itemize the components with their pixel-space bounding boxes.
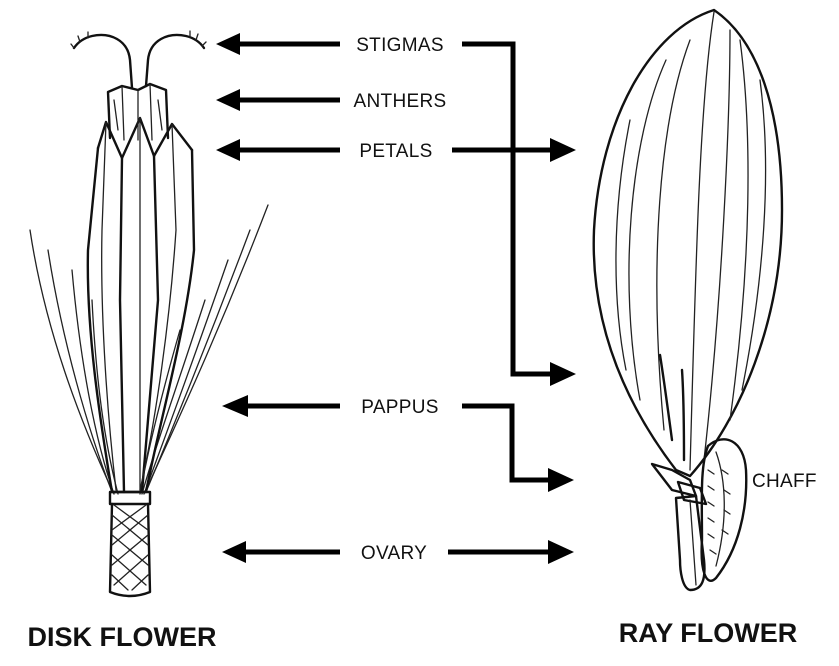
- ray-ovary-line: [690, 500, 696, 585]
- disk-stigmas: [71, 31, 206, 88]
- label-ovary: OVARY: [361, 543, 427, 564]
- label-petals: PETALS: [359, 141, 432, 162]
- ray-ligule: [594, 10, 782, 476]
- arrows: [216, 33, 576, 564]
- label-anthers: ANTHERS: [354, 91, 447, 112]
- stigmas-arrow: [216, 33, 576, 386]
- ray-stigma: [682, 370, 684, 460]
- ray-chaff: [702, 439, 747, 580]
- disk-anthers: [108, 84, 168, 140]
- label-chaff: CHAFF: [752, 471, 817, 492]
- ray-flower-drawing: [594, 10, 782, 590]
- title-disk-flower: DISK FLOWER: [28, 622, 217, 652]
- title-ray-flower: RAY FLOWER: [619, 618, 798, 648]
- disk-pappus-bristles: [30, 205, 268, 494]
- label-stigmas: STIGMAS: [356, 35, 444, 56]
- titles: DISK FLOWER RAY FLOWER: [28, 618, 798, 652]
- disk-flower-drawing: [30, 31, 268, 596]
- anthers-arrow: [216, 89, 340, 111]
- label-pappus: PAPPUS: [361, 397, 438, 418]
- disk-ovary: [110, 492, 150, 596]
- disk-corolla: [88, 118, 194, 492]
